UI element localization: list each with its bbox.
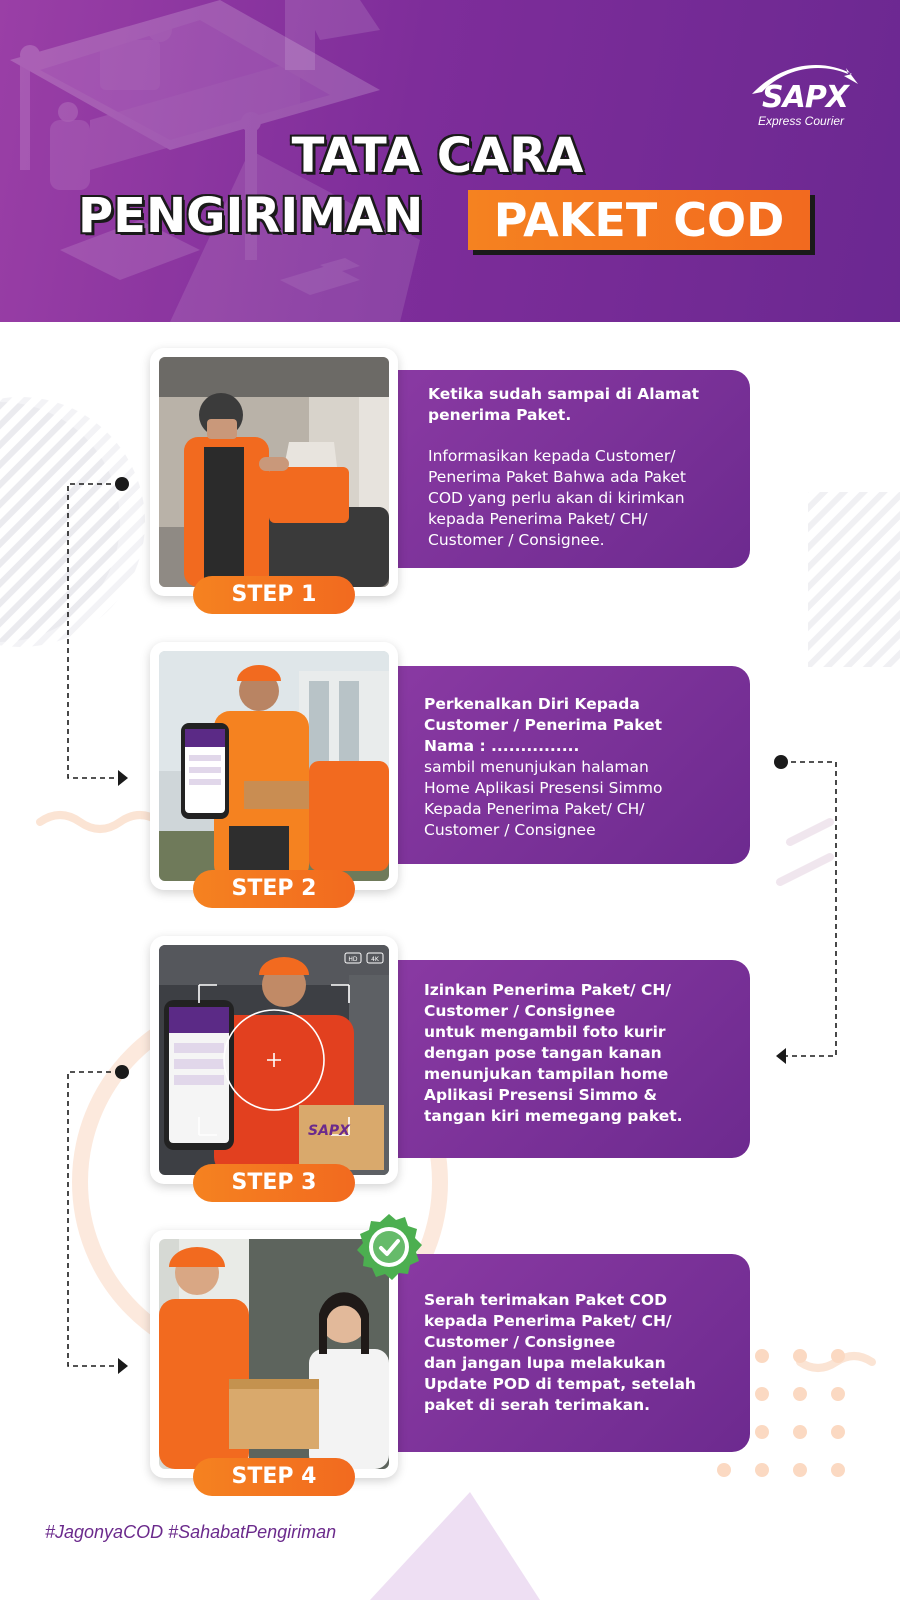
step-3-card: Izinkan Penerima Paket/ CH/ Customer / C… xyxy=(386,960,750,1158)
camera-hd-tag: HD xyxy=(348,956,358,963)
step-1-heading: Ketika sudah sampai di Alamat penerima P… xyxy=(428,385,700,424)
step-3-photo: HD 4K SAPX xyxy=(150,936,398,1184)
hashtags: #JagonyaCOD #SahabatPengiriman xyxy=(45,1522,337,1542)
courier-camera-photo: HD 4K SAPX xyxy=(159,945,389,1175)
step-1-text: Informasikan kepada Customer/ Penerima P… xyxy=(428,447,687,549)
step-4-photo xyxy=(150,1230,398,1478)
courier-photo xyxy=(159,357,389,587)
step-4-badge: STEP 4 xyxy=(193,1458,355,1496)
background-decoration xyxy=(0,397,900,1600)
step-3-heading: Izinkan Penerima Paket/ CH/ Customer / C… xyxy=(424,981,683,1125)
step-2-heading: Perkenalkan Diri Kepada Customer / Pener… xyxy=(424,695,663,755)
title-line-1: TATA CARA xyxy=(291,128,584,184)
step-1-badge: STEP 1 xyxy=(193,576,355,614)
box-sapx-logo: SAPX xyxy=(308,1123,351,1139)
handover-photo xyxy=(159,1239,389,1469)
isometric-decoration xyxy=(10,0,420,322)
step-4-heading: Serah terimakan Paket COD kepada Penerim… xyxy=(424,1291,696,1414)
step-4-card: Serah terimakan Paket COD kepada Penerim… xyxy=(386,1254,750,1452)
step-2-badge: STEP 2 xyxy=(193,870,355,908)
camera-4k-tag: 4K xyxy=(371,956,380,963)
title-highlight: PAKET COD xyxy=(468,190,810,250)
step-1-card: Ketika sudah sampai di Alamat penerima P… xyxy=(386,370,750,568)
step-2-card: Perkenalkan Diri Kepada Customer / Pener… xyxy=(386,666,750,864)
logo-subtitle: Express Courier xyxy=(758,114,845,128)
sapx-swoosh-icon xyxy=(752,64,858,94)
logo-text: SAPX xyxy=(762,80,849,115)
check-badge-icon xyxy=(357,1214,422,1280)
step-3-badge: STEP 3 xyxy=(193,1164,355,1202)
step-1-photo xyxy=(150,348,398,596)
sapx-logo: SAPX Express Courier xyxy=(748,58,860,132)
title-line-2: PENGIRIMAN xyxy=(78,188,424,244)
step-2-text: sambil menunjukan halaman Home Aplikasi … xyxy=(424,758,663,839)
step-2-photo xyxy=(150,642,398,890)
courier-phone-photo xyxy=(159,651,389,881)
header-banner: SAPX Express Courier TATA CARA PENGIRIMA… xyxy=(0,0,900,322)
